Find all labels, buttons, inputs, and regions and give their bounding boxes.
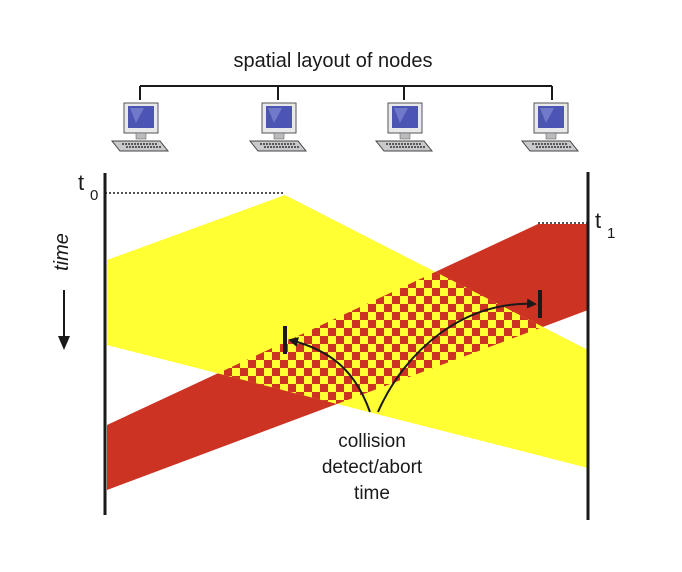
computer-icon (110, 102, 170, 152)
network-bus (139, 85, 553, 100)
diagram-title: spatial layout of nodes (233, 50, 432, 72)
svg-text:0: 0 (90, 187, 98, 204)
annotation-arrow-left (288, 337, 371, 413)
computer-icon (374, 102, 434, 152)
t1-label: t 1 (595, 208, 615, 242)
time-arrow (58, 290, 70, 350)
t0-label: t 0 (78, 170, 98, 204)
node-4 (520, 102, 580, 152)
svg-text:time: time (354, 483, 390, 504)
svg-text:t: t (595, 208, 601, 233)
collision-annotation: collision detect/abort time (322, 431, 423, 504)
svg-text:detect/abort: detect/abort (322, 457, 423, 478)
node-3 (374, 102, 434, 152)
svg-text:collision: collision (338, 431, 406, 452)
computer-icon (520, 102, 580, 152)
svg-text:1: 1 (607, 225, 615, 242)
node-2 (248, 102, 308, 152)
computer-icon (248, 102, 308, 152)
time-axis-label: time (51, 233, 73, 271)
node-1 (110, 102, 170, 152)
annotation-arrow-right (377, 298, 537, 413)
svg-text:t: t (78, 170, 84, 195)
